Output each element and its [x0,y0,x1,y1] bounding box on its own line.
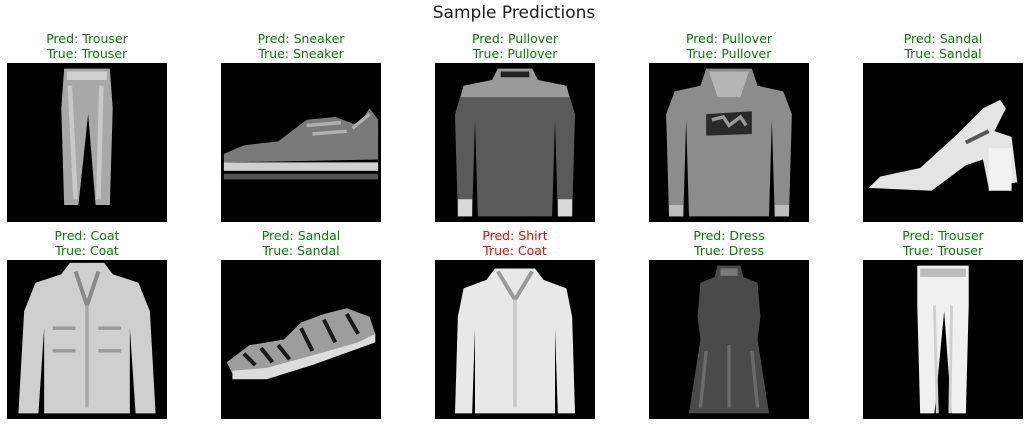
true-label: True: Trouser [46,46,128,61]
pred-label: Pred: Sandal [903,31,983,46]
pred-label: Pred: Shirt [482,228,548,243]
true-label: True: Sandal [262,243,340,258]
caption: Pred: Pullover True: Pullover [649,31,809,61]
white-trouser-image [863,260,1023,419]
true-label: True: Dress [694,243,764,258]
pred-label: Pred: Trouser [902,228,984,243]
sneaker-image [221,63,381,222]
trouser-image [7,63,167,222]
pred-label: Pred: Sneaker [257,31,345,46]
pred-label: Pred: Sandal [261,228,341,243]
caption: Pred: Sneaker True: Sneaker [221,31,381,61]
sample-panel-6: Pred: Coat True: Coat [7,228,167,419]
caption: Pred: Trouser True: Trouser [863,228,1023,258]
true-label: True: Sandal [904,46,982,61]
caption: Pred: Coat True: Coat [7,228,167,258]
true-label: True: Pullover [472,46,558,61]
coat-image [7,260,167,419]
pullover-image [435,63,595,222]
sample-panel-4: Pred: Pullover True: Pullover [649,31,809,222]
dress-image [649,260,809,419]
caption: Pred: Pullover True: Pullover [435,31,595,61]
flat-sandal-image [221,260,381,419]
sample-panel-5: Pred: Sandal True: Sandal [863,31,1023,222]
figure-title: Sample Predictions [432,3,596,23]
sample-panel-8: Pred: Shirt True: Coat [435,228,595,419]
true-label: True: Trouser [902,243,984,258]
pred-label: Pred: Pullover [471,31,559,46]
caption: Pred: Sandal True: Sandal [863,31,1023,61]
pred-label: Pred: Dress [693,228,765,243]
heeled-sandal-image [863,63,1023,222]
sample-panel-7: Pred: Sandal True: Sandal [221,228,381,419]
sample-panel-1: Pred: Trouser True: Trouser [7,31,167,222]
caption: Pred: Shirt True: Coat [435,228,595,258]
caption: Pred: Sandal True: Sandal [221,228,381,258]
sample-panel-10: Pred: Trouser True: Trouser [863,228,1023,419]
true-label: True: Pullover [686,46,772,61]
true-label: True: Coat [55,243,119,258]
pred-label: Pred: Trouser [46,31,128,46]
true-label: True: Coat [483,243,547,258]
sample-panel-2: Pred: Sneaker True: Sneaker [221,31,381,222]
pred-label: Pred: Pullover [685,31,773,46]
sample-panel-3: Pred: Pullover True: Pullover [435,31,595,222]
caption: Pred: Dress True: Dress [649,228,809,258]
caption: Pred: Trouser True: Trouser [7,31,167,61]
sample-panel-9: Pred: Dress True: Dress [649,228,809,419]
true-label: True: Sneaker [258,46,344,61]
white-coat-image [435,260,595,419]
pred-label: Pred: Coat [54,228,120,243]
hooded-pullover-image [649,63,809,222]
